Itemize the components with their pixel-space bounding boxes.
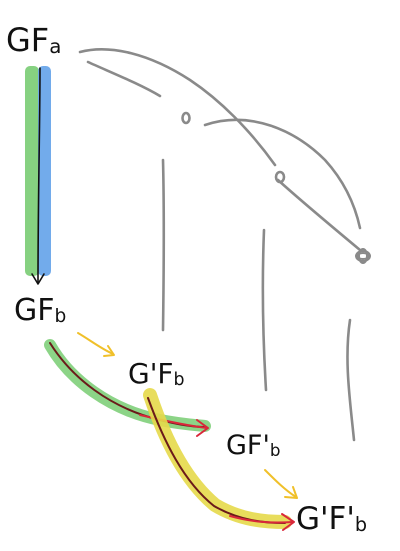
label-gf-b: GFb bbox=[14, 296, 66, 326]
label-gf-a-sub: a bbox=[49, 35, 62, 58]
red-arrow-shaft-2 bbox=[229, 515, 294, 524]
arrow-gfb-to-gprimefb bbox=[77, 332, 115, 357]
pencil-top-curve bbox=[78, 48, 277, 167]
pencil-vertical-left bbox=[161, 158, 166, 332]
label-gprime-f-b-sub: b bbox=[173, 370, 185, 390]
pencil-node-c bbox=[355, 248, 371, 264]
pencil-vertical-right bbox=[346, 318, 356, 442]
label-gprime-f-b-main: G'F bbox=[128, 357, 174, 390]
vertical-arrow-head bbox=[31, 273, 45, 285]
pencil-upper-left-hook bbox=[86, 60, 162, 98]
arrow-gfprimeb-to-gprimefprimeb bbox=[264, 469, 298, 499]
red-arrow-shaft bbox=[139, 414, 208, 429]
label-g-fprime-b-sub: b bbox=[269, 440, 281, 460]
label-gf-b-sub: b bbox=[54, 306, 67, 327]
pencil-node-a bbox=[181, 111, 191, 125]
pencil-vertical-mid bbox=[261, 228, 268, 392]
vertical-arrow-shaft bbox=[37, 67, 41, 283]
pencil-node-b bbox=[274, 170, 286, 184]
red-arrow-head-2 bbox=[281, 513, 295, 531]
blue-highlight-band bbox=[38, 66, 51, 276]
label-gf-b-main: GF bbox=[14, 293, 55, 328]
label-gf-a: GFa bbox=[6, 24, 61, 56]
vertical-highlight bbox=[25, 66, 51, 285]
pencil-lower-curve bbox=[276, 178, 362, 252]
label-gf-a-main: GF bbox=[6, 21, 50, 59]
red-arrow-head bbox=[196, 419, 209, 437]
green-highlight-band bbox=[25, 66, 39, 276]
label-gprime-fprime-b-sub: b bbox=[354, 513, 368, 536]
label-gprime-fprime-b-main: G'F' bbox=[296, 501, 355, 537]
arrow-gfb-to-gfprimeb bbox=[44, 339, 211, 437]
pencil-crossing-curve bbox=[203, 118, 362, 230]
label-gprime-fprime-b: G'F'b bbox=[296, 504, 367, 535]
label-g-fprime-b: GF'b bbox=[226, 432, 281, 459]
pencil-sketch bbox=[78, 48, 371, 442]
arrow-gprimefb-to-gprimefprimeb bbox=[143, 388, 295, 531]
label-g-fprime-b-main: GF' bbox=[226, 430, 270, 461]
label-gprime-f-b: G'Fb bbox=[128, 357, 185, 390]
